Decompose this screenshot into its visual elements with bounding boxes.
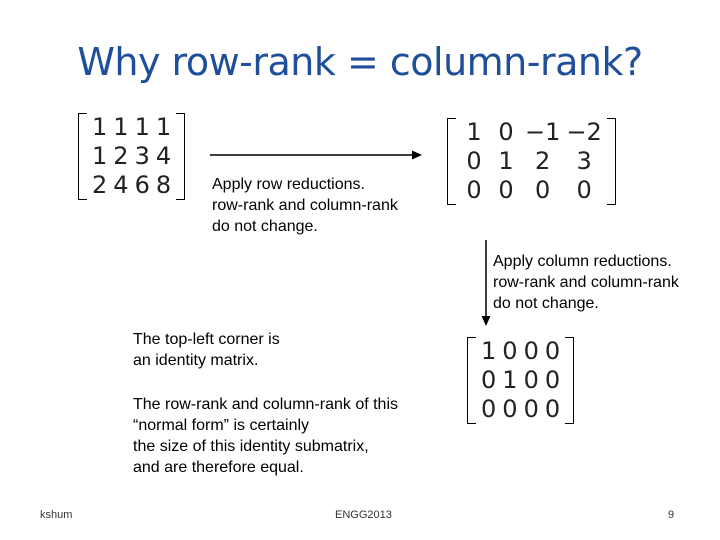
footer-course: ENGG2013 [335, 509, 392, 521]
matrix-right-bracket [176, 113, 186, 200]
matrix-entry: 2 [92, 171, 108, 199]
matrix-entry: 0 [523, 366, 539, 394]
note-line: an identity matrix. [133, 352, 259, 369]
matrix-entry: 4 [155, 142, 172, 170]
note-line: do not change. [493, 295, 599, 312]
matrix-entry: 0 [466, 176, 482, 204]
column-reduction-arrow [481, 240, 491, 326]
matrix-entry: −2 [566, 118, 602, 146]
matrix-left-bracket [467, 337, 476, 424]
matrix-entry: 0 [523, 337, 539, 365]
identity-corner-note: The top-left corner is an identity matri… [133, 329, 280, 371]
matrix-entry: 0 [502, 395, 518, 423]
matrix-entry: 1 [155, 113, 172, 141]
row-reduction-arrow [210, 150, 422, 160]
matrix-entry: −1 [525, 118, 561, 146]
note-line: The row-rank and column-rank of this [133, 396, 398, 413]
column-reduction-note: Apply column reductions. row-rank and co… [493, 251, 679, 314]
footer-author: kshum [40, 509, 73, 521]
normal-form-note: The row-rank and column-rank of this “no… [133, 394, 398, 478]
matrix-entry: 0 [544, 337, 561, 365]
row-reduction-note: Apply row reductions. row-rank and colum… [212, 174, 398, 237]
note-line: “normal form” is certainly [133, 417, 310, 434]
matrix-entry: 0 [481, 395, 497, 423]
matrix-entry: 0 [481, 366, 497, 394]
note-line: row-rank and column-rank [212, 197, 398, 214]
note-line: the size of this identity submatrix, [133, 438, 369, 455]
matrix-left-bracket [78, 113, 87, 200]
matrix-left-bracket [447, 118, 456, 205]
matrix-entry: 0 [498, 176, 514, 204]
matrix-entry: 2 [535, 147, 551, 175]
matrix-entry: 1 [502, 366, 518, 394]
note-line: do not change. [212, 218, 318, 235]
matrix-entry: 0 [523, 395, 539, 423]
matrix-right-bracket [606, 118, 616, 205]
matrix-entry: 1 [113, 113, 129, 141]
matrix-entry: 2 [113, 142, 129, 170]
matrix-entry: 0 [466, 147, 482, 175]
slide-title: Why row-rank = column-rank? [77, 40, 643, 84]
note-line: row-rank and column-rank [493, 274, 679, 291]
matrix-entry: 1 [92, 113, 108, 141]
matrix-entry: 8 [155, 171, 172, 199]
note-line: and are therefore equal. [133, 459, 304, 476]
matrix-entry: 0 [544, 395, 561, 423]
matrix-entry: 4 [113, 171, 129, 199]
matrix-entry: 0 [576, 176, 592, 204]
matrix-entry: 6 [134, 171, 150, 199]
matrix-entry: 0 [544, 366, 561, 394]
matrix-right-bracket [565, 337, 575, 424]
matrix-entry: 3 [134, 142, 150, 170]
note-line: The top-left corner is [133, 331, 280, 348]
matrix-entry: 1 [466, 118, 482, 146]
matrix-entry: 3 [576, 147, 592, 175]
matrix-entry: 0 [535, 176, 551, 204]
footer-page-number: 9 [668, 509, 675, 521]
matrix-entry: 1 [134, 113, 150, 141]
matrix-entry: 1 [481, 337, 497, 365]
matrix-entry: 1 [498, 147, 514, 175]
matrix-entry: 1 [92, 142, 108, 170]
matrix-entry: 0 [498, 118, 514, 146]
matrix-entry: 0 [502, 337, 518, 365]
note-line: Apply column reductions. [493, 253, 672, 270]
note-line: Apply row reductions. [212, 176, 365, 193]
